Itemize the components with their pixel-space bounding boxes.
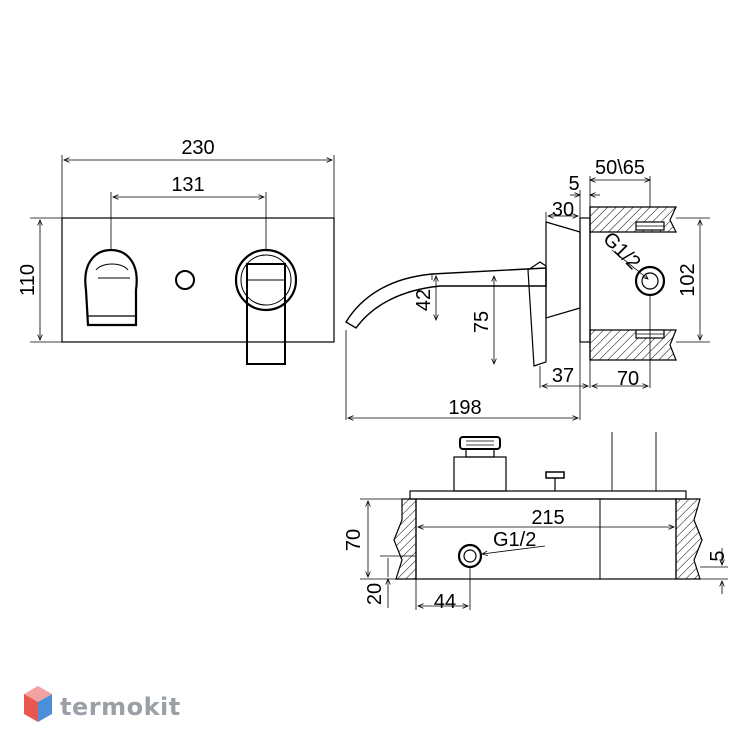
side-spout — [345, 267, 547, 329]
dim-side-outlet-height: 75 — [471, 311, 493, 333]
side-view — [345, 176, 710, 420]
top-thread-label: G1/2 — [493, 529, 536, 551]
dim-front-centers: 131 — [171, 174, 204, 196]
top-plate — [409, 490, 687, 500]
top-valve-stem — [545, 471, 565, 491]
dim-top-depth: 70 — [343, 529, 365, 551]
front-knob — [84, 248, 138, 327]
front-cover-plate — [61, 217, 335, 343]
side-inlet — [634, 265, 666, 297]
top-view — [360, 432, 728, 610]
side-lever — [527, 261, 547, 367]
dim-front-height: 110 — [17, 264, 39, 296]
side-flange — [545, 221, 581, 319]
top-inlet — [457, 543, 483, 569]
top-wall-right — [675, 498, 703, 580]
front-center-hole — [175, 270, 195, 290]
top-wall-left — [393, 498, 417, 580]
dim-top-inlet-height: 20 — [364, 583, 386, 605]
dim-side-flange: 5 — [568, 173, 579, 195]
dim-top-length: 215 — [531, 507, 564, 529]
dim-side-box-height: 102 — [677, 263, 699, 296]
dim-top-offset: 5 — [707, 550, 729, 561]
side-cover-plate — [579, 217, 591, 343]
front-spout-flange — [234, 248, 298, 365]
dim-top-inlet-pos: 44 — [434, 591, 456, 613]
dim-side-box-depth: 70 — [617, 368, 639, 390]
top-knob — [453, 436, 507, 492]
dim-front-width: 230 — [181, 137, 214, 159]
dim-side-cover: 30 — [552, 199, 574, 221]
termokit-logo-icon — [24, 686, 52, 722]
dim-side-wall-range: 50\65 — [595, 157, 645, 179]
dim-side-projection: 198 — [448, 397, 481, 419]
dim-side-lever-depth: 37 — [552, 365, 574, 387]
side-thread-label: G1/2 — [598, 228, 644, 274]
watermark-brand: termokit — [60, 693, 181, 721]
dim-side-spout-height: 42 — [413, 289, 435, 311]
front-view — [30, 155, 335, 365]
